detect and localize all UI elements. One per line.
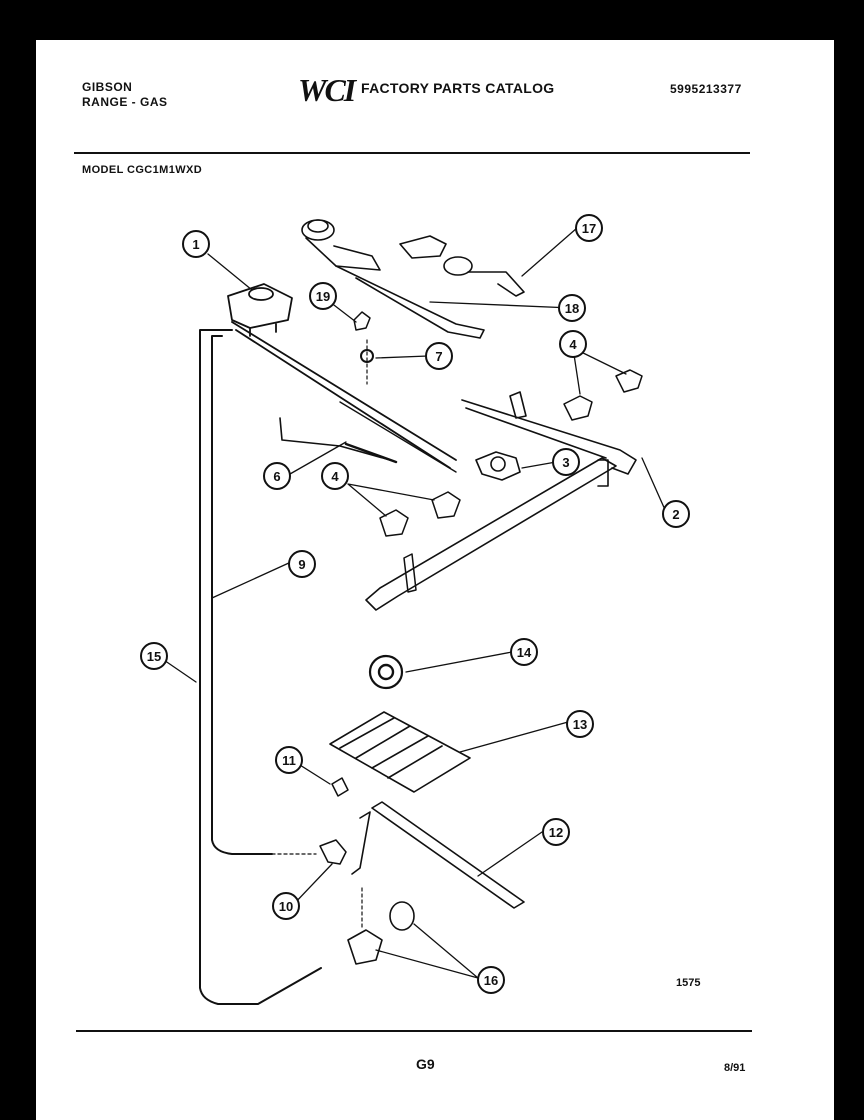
- callout-10-label: 10: [279, 899, 293, 914]
- catalog-part-number: 5995213377: [670, 82, 742, 96]
- callout-13-label: 13: [573, 717, 587, 732]
- gas-tube-9: [211, 335, 273, 855]
- page-number: G9: [416, 1056, 435, 1072]
- callout-3-label: 3: [562, 455, 569, 470]
- callout-1: [182, 230, 210, 258]
- callout-6: [263, 462, 291, 490]
- figure-id: 1575: [676, 977, 701, 989]
- catalog-date: 8/91: [724, 1062, 746, 1074]
- callout-16-label: 16: [484, 973, 498, 988]
- callout-14-label: 14: [517, 645, 532, 660]
- igniter-bracket-12: [371, 801, 525, 909]
- callout-10: [272, 892, 300, 920]
- brand-block: GIBSON RANGE - GAS: [82, 80, 168, 110]
- callout-15: [140, 642, 168, 670]
- callout-11: [275, 746, 303, 774]
- part-14: [368, 654, 404, 690]
- callout-18-label: 18: [565, 301, 579, 316]
- callout-3: [552, 448, 580, 476]
- callout-1-label: 1: [192, 237, 199, 252]
- burner-valves-lower: [379, 491, 461, 537]
- manifold-pipe: [231, 321, 457, 469]
- callout-2-label: 2: [672, 507, 679, 522]
- callout-15-label: 15: [147, 649, 161, 664]
- callout-9-label: 9: [298, 557, 305, 572]
- thermocouple-6: [279, 417, 391, 461]
- callout-9: [288, 550, 316, 578]
- burner-rail: [365, 457, 617, 611]
- callout-17: [575, 214, 603, 242]
- pressure-regulator: [227, 283, 293, 337]
- callout-19: [309, 282, 337, 310]
- callout-12-label: 12: [549, 825, 563, 840]
- product-type: RANGE - GAS: [82, 95, 168, 109]
- oven-burner-13: [329, 711, 471, 793]
- catalog-title: FACTORY PARTS CATALOG: [361, 80, 555, 96]
- callout-12: [542, 818, 570, 846]
- callout-7: [425, 342, 453, 370]
- burner-valves-upper: [563, 369, 643, 421]
- callout-6-label: 6: [273, 469, 280, 484]
- callout-2: [662, 500, 690, 528]
- callout-17-label: 17: [582, 221, 596, 236]
- catalog-sheet: GIBSON RANGE - GAS WCI FACTORY PARTS CAT…: [36, 40, 834, 1120]
- part-19: [353, 311, 371, 331]
- header-rule: [74, 152, 750, 154]
- callout-11-label: 11: [282, 753, 296, 768]
- callout-4-lower-label: 4: [331, 469, 339, 484]
- exploded-parts-diagram: 1 2 3 4 4 6 7 9 10 11 12 13 14 15 16 17 …: [140, 214, 690, 1005]
- top-burner-assembly: [301, 219, 525, 339]
- part-11: [331, 777, 349, 797]
- callout-14: [510, 638, 538, 666]
- model-number: MODEL CGC1M1WXD: [82, 164, 203, 176]
- callout-4-lower: [321, 462, 349, 490]
- callout-19-label: 19: [316, 289, 330, 304]
- callout-4-upper-label: 4: [569, 337, 577, 352]
- brand-name: GIBSON: [82, 80, 133, 94]
- gas-tube-15: [199, 329, 322, 1005]
- callout-16: [477, 966, 505, 994]
- callout-7-label: 7: [435, 349, 442, 364]
- oven-valve-assembly: [461, 391, 637, 487]
- part-10: [319, 839, 347, 865]
- callout-4-upper: [559, 330, 587, 358]
- callout-18: [558, 294, 586, 322]
- part-7: [360, 349, 374, 363]
- thermostat-16: [347, 887, 415, 965]
- callout-13: [566, 710, 594, 738]
- footer-rule: [76, 1030, 752, 1032]
- wci-logo: WCI: [298, 72, 356, 108]
